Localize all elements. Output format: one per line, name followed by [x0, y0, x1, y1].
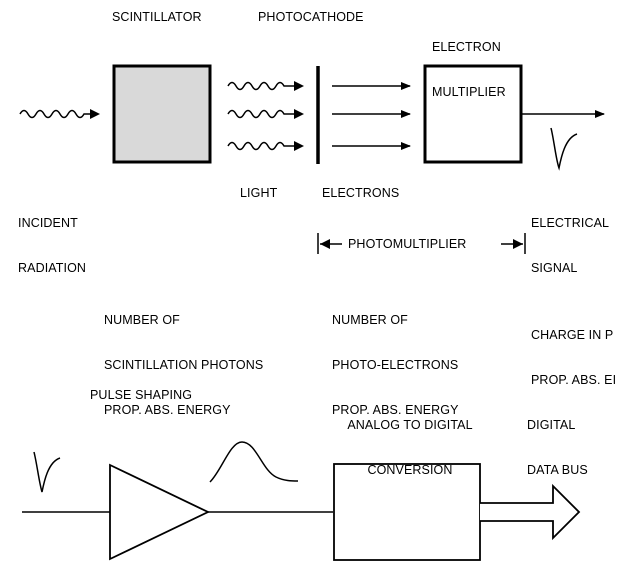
- input-pulse-icon: [33, 451, 61, 493]
- incident-radiation-label-line2: RADIATION: [18, 261, 87, 275]
- photomultiplier-span-arrow: [317, 233, 526, 254]
- scintillation-note-line1: NUMBER OF: [104, 313, 180, 327]
- adc-label: ANALOG TO DIGITAL CONVERSION: [330, 388, 490, 508]
- charge-note: CHARGE IN P PROP. ABS. EI: [531, 298, 616, 418]
- electron-multiplier-box: [423, 64, 523, 164]
- incident-radiation-label: INCIDENT RADIATION: [18, 186, 86, 306]
- adc-label-line2: CONVERSION: [367, 463, 453, 477]
- scintillator-box: [112, 64, 212, 164]
- charge-note-line1: CHARGE IN P: [531, 328, 614, 342]
- photoelectrons-note-line2: PHOTO-ELECTRONS: [332, 358, 459, 372]
- pulse-shaping-label: PULSE SHAPING: [90, 388, 193, 402]
- data-bus-label-line2: DATA BUS: [527, 463, 588, 477]
- photocathode-label: PHOTOCATHODE: [258, 10, 364, 24]
- photoelectrons-note: NUMBER OF PHOTO-ELECTRONS PROP. ABS. ENE…: [332, 283, 459, 448]
- electron-arrows: [332, 82, 411, 150]
- electron-multiplier-label: ELECTRON MULTIPLIER: [432, 10, 506, 130]
- electron-multiplier-label-line2: MULTIPLIER: [432, 85, 506, 99]
- data-bus-label: DIGITAL DATA BUS: [527, 388, 588, 508]
- light-label: LIGHT: [240, 186, 278, 200]
- data-bus-label-line1: DIGITAL: [527, 418, 576, 432]
- scintillator-label: SCINTILLATOR: [112, 10, 202, 24]
- incident-radiation-label-line1: INCIDENT: [18, 216, 78, 230]
- photoelectrons-note-line1: NUMBER OF: [332, 313, 408, 327]
- adc-label-line1: ANALOG TO DIGITAL: [347, 418, 473, 432]
- light-wave-arrows: [227, 81, 295, 151]
- electrons-label: ELECTRONS: [322, 186, 400, 200]
- incident-radiation-wave-arrow: [19, 109, 100, 119]
- adc-box: [333, 463, 481, 561]
- electrical-signal-pulse-icon: [550, 127, 578, 171]
- scintillation-note: NUMBER OF SCINTILLATION PHOTONS PROP. AB…: [104, 283, 263, 448]
- scintillation-note-line2: SCINTILLATION PHOTONS: [104, 358, 264, 372]
- shaped-pulse-icon: [209, 441, 299, 483]
- photomultiplier-label: PHOTOMULTIPLIER: [348, 237, 467, 251]
- electrical-signal-label-line2: SIGNAL: [531, 261, 578, 275]
- data-bus-arrow-icon: [480, 483, 581, 541]
- charge-note-line2: PROP. ABS. EI: [531, 373, 617, 387]
- electron-multiplier-label-line1: ELECTRON: [432, 40, 501, 54]
- electrical-signal-label: ELECTRICAL SIGNAL: [531, 186, 609, 306]
- photoelectrons-note-line3: PROP. ABS. ENERGY: [332, 403, 459, 417]
- electrical-signal-label-line1: ELECTRICAL: [531, 216, 610, 230]
- amplifier-triangle-icon: [109, 463, 211, 561]
- scintillation-note-line3: PROP. ABS. ENERGY: [104, 403, 231, 417]
